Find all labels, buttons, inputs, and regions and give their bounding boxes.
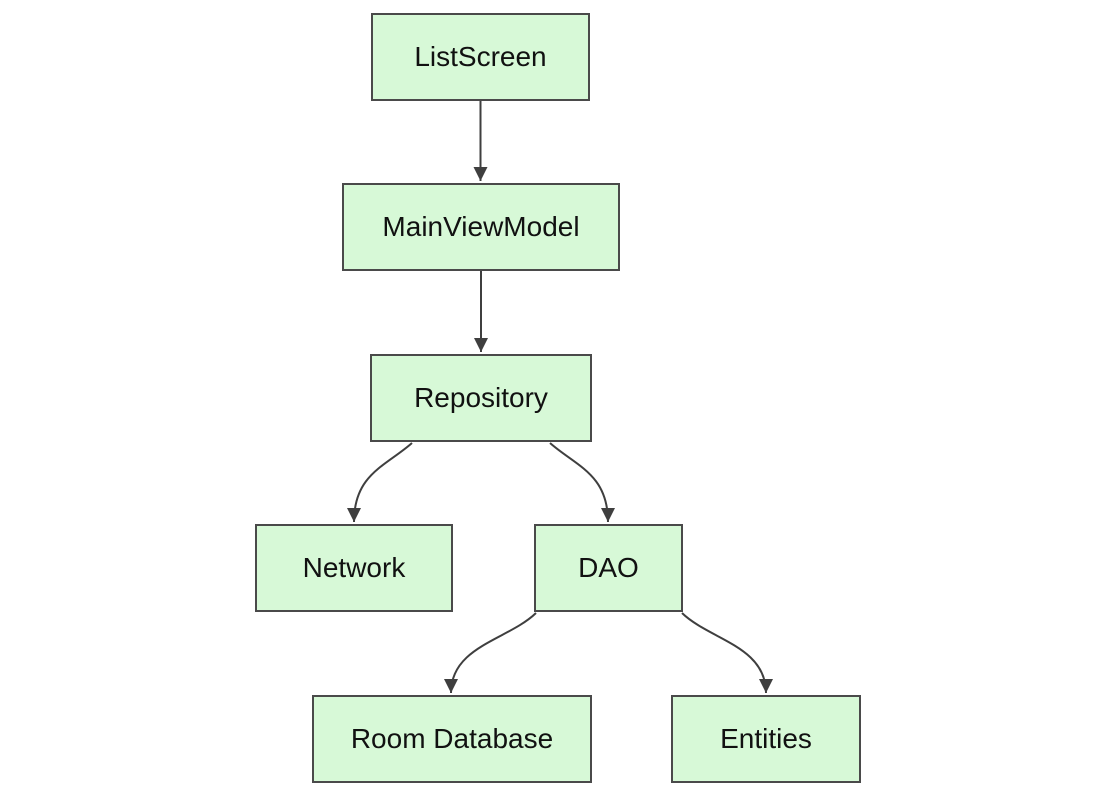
node-listscreen: ListScreen — [371, 13, 590, 101]
node-network-label: Network — [302, 552, 406, 584]
node-repository: Repository — [370, 354, 592, 442]
node-dao: DAO — [534, 524, 683, 612]
node-repository-label: Repository — [414, 382, 548, 414]
node-mainviewmodel: MainViewModel — [342, 183, 620, 271]
node-entities: Entities — [671, 695, 861, 783]
node-room-database: Room Database — [312, 695, 592, 783]
node-mainviewmodel-label: MainViewModel — [382, 211, 580, 243]
node-listscreen-label: ListScreen — [414, 41, 547, 73]
edge-dao-to-entities — [681, 612, 773, 694]
node-dao-label: DAO — [578, 552, 639, 584]
edge-repository-to-dao — [549, 442, 615, 523]
node-room-database-label: Room Database — [350, 723, 554, 755]
edge-repository-to-network — [347, 442, 413, 523]
node-network: Network — [255, 524, 453, 612]
node-entities-label: Entities — [720, 723, 812, 755]
edge-dao-to-roomdatabase — [444, 612, 537, 694]
